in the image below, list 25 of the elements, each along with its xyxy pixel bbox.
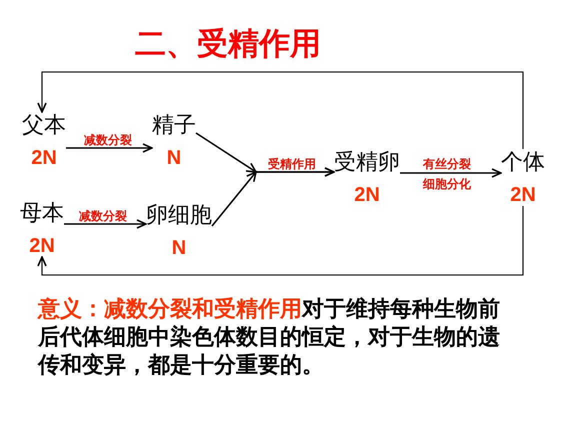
arrow bbox=[66, 143, 153, 153]
ploidy-label: 2N bbox=[31, 147, 57, 169]
significance-note: 意义：减数分裂和受精作用对于维持每种生物前后代体细胞中染色体数目的恒定，对于生物的遗传和变异，都是十分重要的。 bbox=[38, 296, 501, 380]
stage-label: 卵细胞 bbox=[146, 202, 212, 230]
edge-label: 减数分裂 bbox=[83, 134, 133, 146]
arrow bbox=[400, 168, 502, 178]
arrow bbox=[64, 219, 147, 229]
stage-label: 精子 bbox=[152, 112, 196, 140]
ploidy-label: 2N bbox=[354, 184, 380, 206]
stage-label: 个体 bbox=[501, 149, 545, 177]
edge-label: 减数分裂 bbox=[78, 210, 128, 222]
stage-label: 父本 bbox=[22, 112, 66, 140]
title: 二、受精作用 bbox=[135, 26, 321, 62]
stage-label: 母本 bbox=[20, 200, 64, 228]
loop-arrow bbox=[37, 71, 524, 149]
ploidy-label: 2N bbox=[29, 235, 55, 257]
arrow bbox=[211, 167, 335, 227]
edge-label: 受精作用 bbox=[267, 158, 317, 170]
stage-label: 受精卵 bbox=[334, 149, 400, 177]
process-label: 细胞分化 bbox=[422, 178, 472, 190]
loop-arrow bbox=[37, 206, 524, 276]
ploidy-label: N bbox=[172, 237, 186, 259]
edge-label: 有丝分裂 bbox=[422, 158, 472, 170]
ploidy-label: 2N bbox=[510, 184, 536, 206]
ploidy-label: N bbox=[166, 147, 182, 169]
